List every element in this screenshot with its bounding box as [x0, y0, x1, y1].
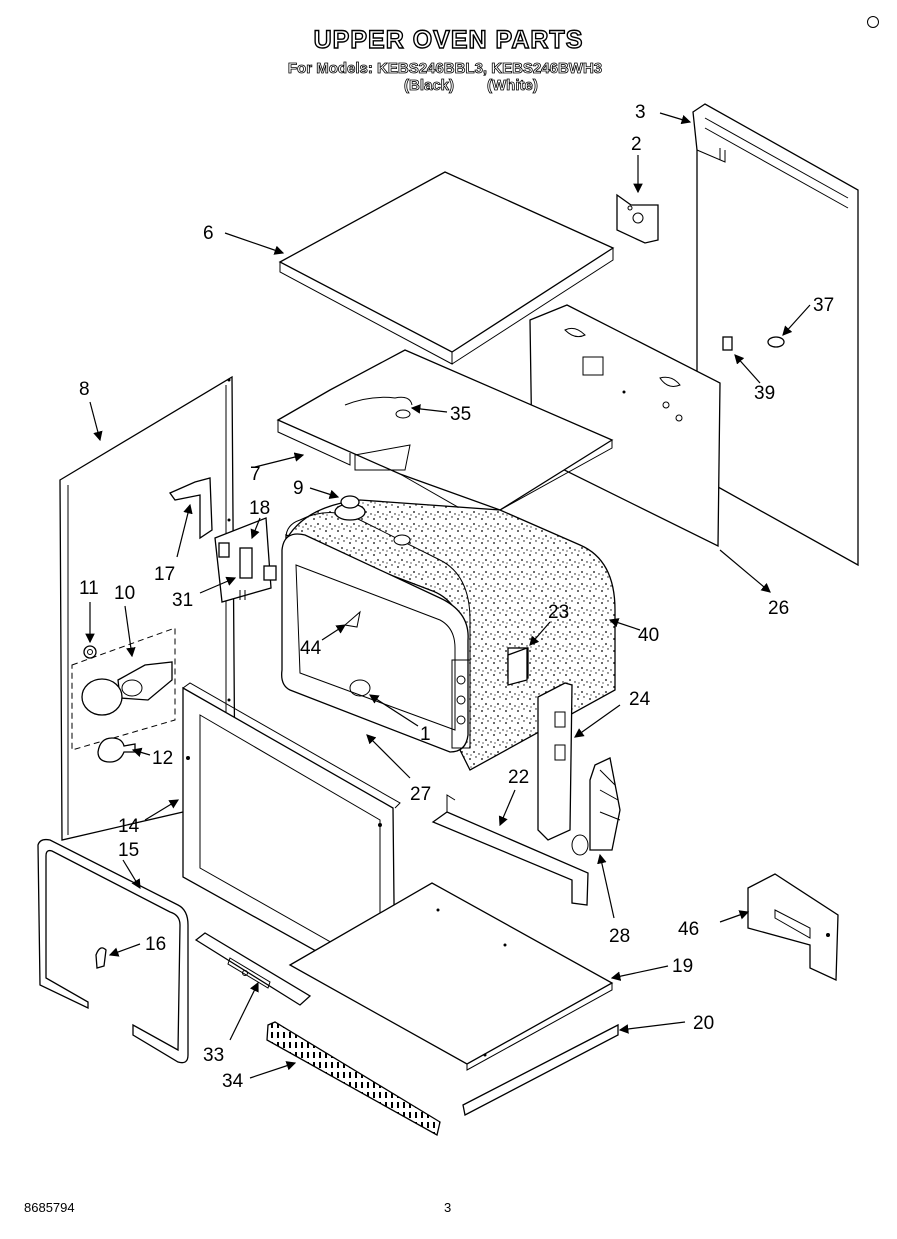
corner-mark	[867, 16, 879, 28]
callout-16: 16	[145, 934, 166, 955]
part-33-trim	[194, 932, 312, 1006]
page-title: UPPER OVEN PARTS	[313, 25, 584, 54]
callout-18: 18	[249, 498, 270, 519]
callout-28: 28	[609, 926, 630, 947]
callout-39: 39	[754, 383, 775, 404]
callout-11: 11	[79, 578, 99, 599]
callout-12: 12	[152, 748, 173, 769]
callout-14: 14	[118, 816, 140, 837]
callout-labels: 3 2 6 37 39 35 8 7 9 18 17 31 11 10 26 2…	[79, 102, 834, 1092]
callout-24: 24	[629, 689, 651, 710]
callout-33: 33	[203, 1045, 224, 1066]
callout-44: 44	[300, 638, 322, 659]
callout-6: 6	[203, 223, 214, 244]
page-number: 3	[444, 1200, 452, 1215]
callout-9: 9	[293, 478, 304, 499]
callout-7: 7	[250, 464, 261, 485]
callout-34: 34	[222, 1071, 244, 1092]
callout-17: 17	[154, 564, 175, 585]
part-46-bracket	[747, 873, 839, 982]
part-10-light-socket	[81, 645, 173, 763]
callout-20: 20	[693, 1013, 714, 1034]
variant-white: (White)	[487, 77, 539, 95]
callout-31: 31	[172, 590, 193, 611]
part-17-bracket	[169, 477, 213, 540]
callout-40: 40	[638, 625, 659, 646]
callout-2: 2	[631, 134, 642, 155]
part-6-top-panel	[278, 171, 615, 365]
doc-number: 8685794	[24, 1200, 75, 1215]
callout-35: 35	[450, 404, 471, 425]
part-3-rear-panel	[692, 103, 859, 567]
part-23-clip	[507, 647, 528, 686]
callout-19: 19	[672, 956, 693, 977]
part-27-oven-front	[281, 533, 471, 753]
part-34-vent-grille	[266, 1021, 441, 1136]
variant-black: (Black)	[404, 77, 455, 95]
part-19-bottom-panel	[288, 882, 614, 1071]
callout-46: 46	[678, 919, 699, 940]
part-37-clip	[767, 336, 785, 348]
callout-26: 26	[768, 598, 789, 619]
part-26-side-panel	[529, 304, 721, 548]
leader-arrows	[85, 112, 811, 1079]
part-22-support-rail	[431, 794, 589, 906]
callout-15: 15	[118, 840, 139, 861]
callout-8: 8	[79, 379, 90, 400]
callout-10: 10	[114, 583, 135, 604]
part-2-bracket	[616, 193, 659, 244]
callout-3: 3	[635, 102, 646, 123]
part-20-trim-strip	[462, 1023, 619, 1116]
callout-27: 27	[410, 784, 431, 805]
callout-37: 37	[813, 295, 834, 316]
part-39-clip	[722, 336, 733, 351]
part-16-clip	[95, 947, 107, 969]
callout-23: 23	[548, 602, 569, 623]
part-24-hinge-bracket	[537, 682, 573, 841]
callout-1: 1	[420, 724, 431, 745]
callout-22: 22	[508, 767, 529, 788]
models-line: For Models: KEBS246BBL3, KEBS246BWH3	[287, 60, 603, 78]
part-15-door-seal	[37, 838, 189, 1064]
part-28-hinge	[571, 757, 621, 856]
